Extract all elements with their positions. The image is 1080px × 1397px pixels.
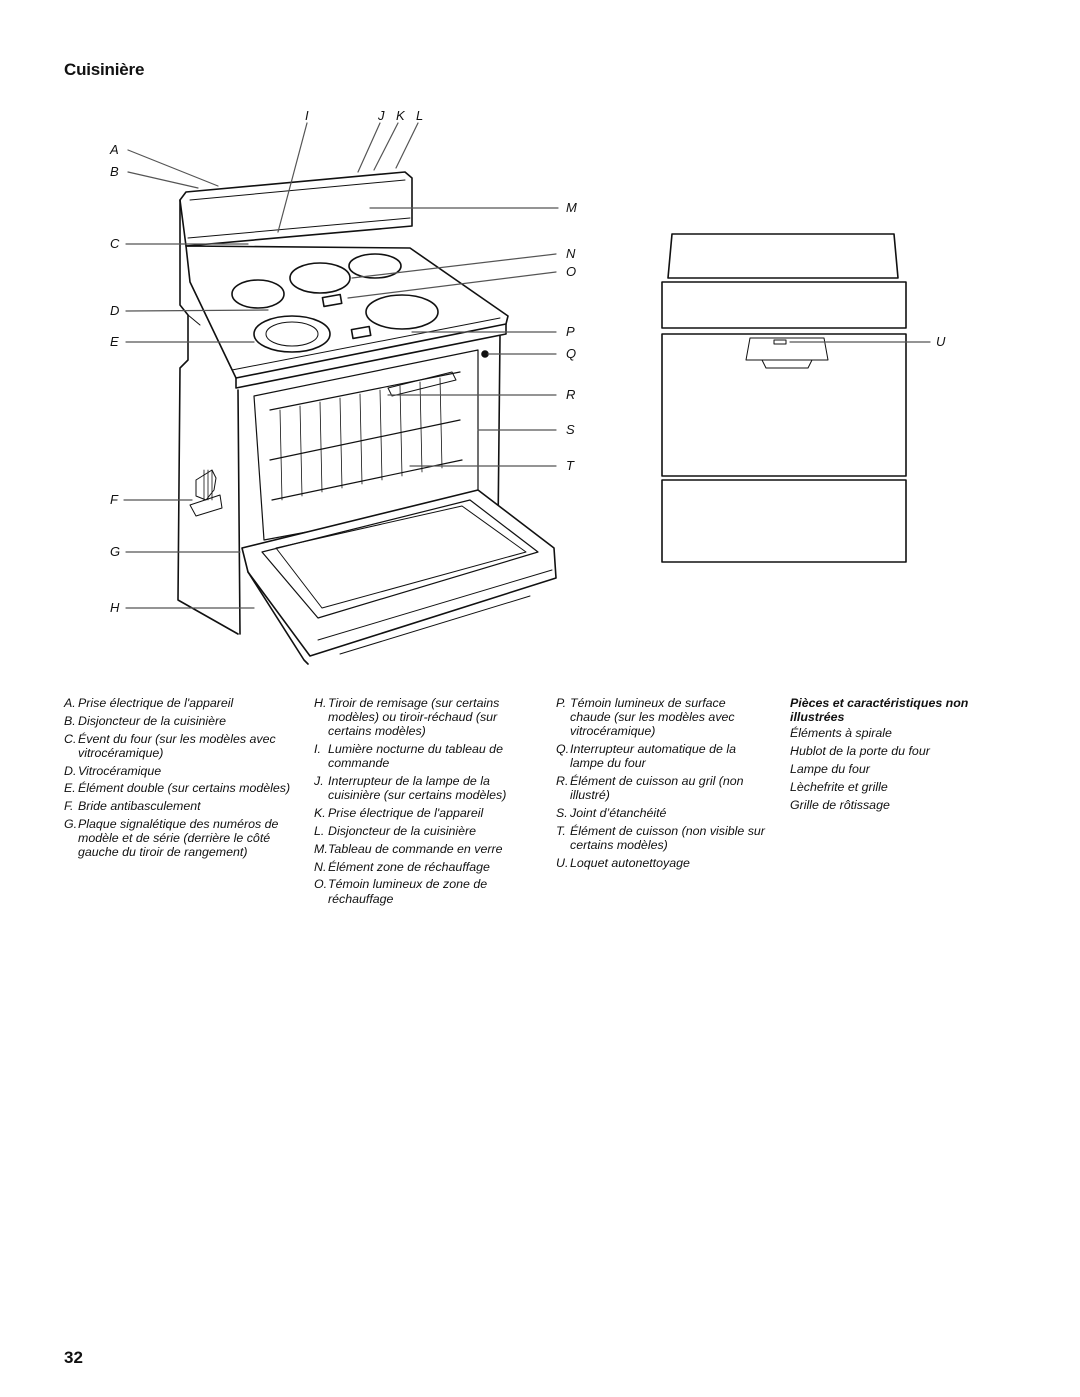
callout-u: U <box>936 334 946 349</box>
callout-o: O <box>566 264 576 279</box>
callout-p: P <box>566 324 575 339</box>
legend-item-d: D.Vitrocéramique <box>64 763 162 778</box>
legend-item-m: M.Tableau de commande en verre <box>314 841 503 856</box>
legend-item-k: K.Prise électrique de l'appareil <box>314 806 484 821</box>
callout-h: H <box>110 600 120 615</box>
range-illustration <box>177 171 557 665</box>
callout-g: G <box>110 544 120 559</box>
callout-l: L <box>416 108 423 123</box>
callout-b: B <box>110 164 119 179</box>
callout-k: K <box>396 108 406 123</box>
callout-j: J <box>377 108 385 123</box>
legend-item-s: S.Joint d’étanchéité <box>556 806 667 821</box>
legend-item-h: H.Tiroir de remisage (sur certains modèl… <box>314 696 500 739</box>
legend-item-e: E.Élément double (sur certains modèles) <box>64 781 291 796</box>
callout-i: I <box>305 108 309 123</box>
legend-extra-item: Hublot de la porte du four <box>790 744 930 759</box>
callout-e: E <box>110 334 119 349</box>
legend-item-o: O.Témoin lumineux de zone de réchauffage <box>314 877 488 906</box>
page-number: 32 <box>64 1348 83 1367</box>
callout-q: Q <box>566 346 576 361</box>
legend-item-l: L.Disjoncteur de la cuisinière <box>314 824 477 838</box>
range-diagram: A B C D E F G H I J K L M N O P Q R S T … <box>109 108 946 665</box>
legend-item-u: U.Loquet autonettoyage <box>556 856 690 870</box>
callout-t: T <box>566 458 575 473</box>
legend-item-g: G.Plaque signalétique des numéros de mod… <box>64 816 279 860</box>
legend-item-r: R.Élément de cuisson au gril (non illust… <box>556 774 744 803</box>
legend-extra-item: Lèchefrite et grille <box>790 779 888 794</box>
legend-item-p: P.Témoin lumineux de surface chaude (sur… <box>556 696 735 739</box>
legend-column-3: P.Témoin lumineux de surface chaude (sur… <box>556 696 766 874</box>
callout-d: D <box>110 303 119 318</box>
callout-s: S <box>566 422 575 437</box>
legend-item-b: B.Disjoncteur de la cuisinière <box>64 713 227 728</box>
callout-f: F <box>110 492 119 507</box>
legend-extra-item: Lampe du four <box>790 762 870 776</box>
callout-n: N <box>566 246 576 261</box>
page-title: Cuisinière <box>64 60 145 79</box>
legend-extra-item: Grille de rôtissage <box>790 797 890 812</box>
callout-m: M <box>566 200 577 215</box>
legend-item-i: I.Lumière nocturne du tableau de command… <box>314 742 503 771</box>
legend-item-q: Q.Interrupteur automatique de la lampe d… <box>556 742 737 771</box>
legend-item-a: A.Prise électrique de l'appareil <box>64 696 234 710</box>
callout-c: C <box>110 236 120 251</box>
legend-column-4: Pièces et caractéristiques non illustrée… <box>790 696 1012 815</box>
legend-extra-item: Éléments à spirale <box>790 726 892 741</box>
callout-r: R <box>566 387 575 402</box>
legend-column-2: H.Tiroir de remisage (sur certains modèl… <box>314 696 538 909</box>
legend-item-f: F.Bride antibasculement <box>64 799 201 814</box>
legend-heading-not-shown: Pièces et caractéristiques non illustrée… <box>790 696 969 725</box>
legend-item-n: N.Élément zone de réchauffage <box>314 859 490 874</box>
legend-item-c: C.Évent du four (sur les modèles avec vi… <box>64 731 276 760</box>
legend-column-1: A.Prise électrique de l'appareil B.Disjo… <box>64 696 292 863</box>
legend-item-t: T.Élément de cuisson (non visible sur ce… <box>556 824 765 853</box>
callout-a: A <box>109 142 119 157</box>
range-front-view <box>661 233 907 563</box>
legend-item-j: J.Interrupteur de la lampe de la cuisini… <box>314 774 507 803</box>
